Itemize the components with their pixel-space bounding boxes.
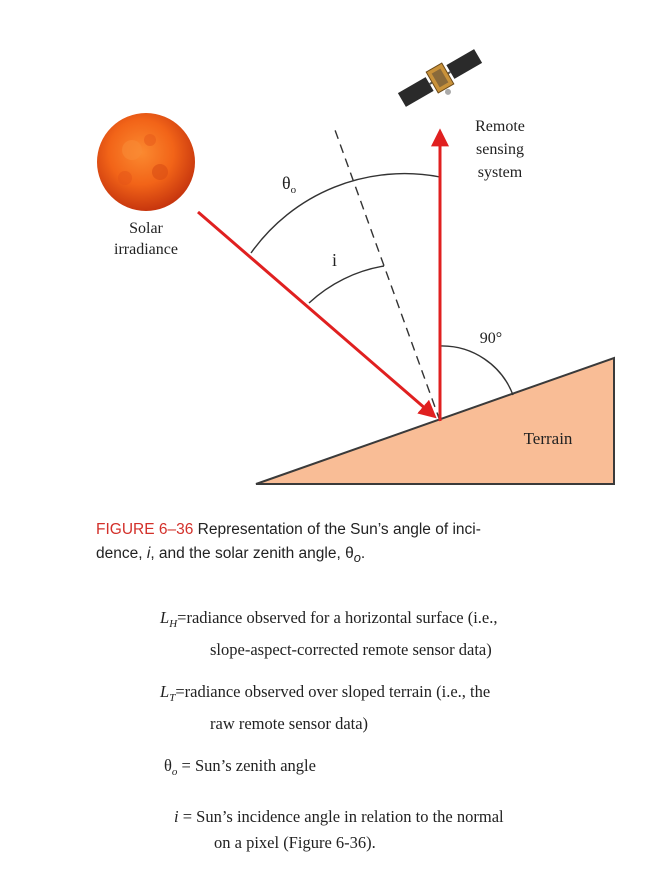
terrain-slope — [255, 356, 615, 485]
definition-symbol: L — [160, 682, 170, 701]
theta-label: θo — [282, 173, 297, 196]
definition-text-continued: raw remote sensor data) — [210, 714, 369, 733]
remote-label-line2: sensing — [476, 141, 524, 158]
caption-theta-sub: o — [353, 550, 361, 566]
definition-symbol: i — [174, 807, 179, 826]
zenith-angle-arc — [250, 172, 441, 254]
sun-icon — [97, 113, 195, 211]
caption-end: . — [360, 545, 366, 562]
caption-text-b: dence, — [96, 545, 147, 562]
figure-number: FIGURE 6–36 — [96, 521, 194, 538]
figure-caption: FIGURE 6–36 Representation of the Sun’s … — [96, 518, 616, 570]
definition-text: radiance observed for a horizontal surfa… — [186, 608, 498, 627]
caption-text-c: , and the solar zenith angle, — [150, 545, 346, 562]
definition-text-continued: on a pixel (Figure 6-36). — [214, 833, 376, 852]
definition-symbol: L — [160, 608, 170, 627]
definition-equals: = — [178, 807, 197, 826]
caption-theta: θ — [345, 545, 354, 562]
definition-subscript: o — [171, 766, 178, 778]
right-angle-label: 90° — [480, 330, 502, 347]
solar-irradiance-arrow — [197, 210, 437, 419]
solar-label-line1: Solar — [129, 220, 163, 237]
remote-label-line1: Remote — [475, 118, 525, 135]
definition-subscript: H — [169, 618, 178, 630]
solar-label-line2: irradiance — [114, 241, 178, 258]
definition-symbol: θ — [164, 756, 172, 775]
caption-i-symbol: i — [146, 545, 151, 562]
incidence-label: i — [332, 250, 337, 270]
definition-equals: = — [177, 608, 187, 627]
definition-text: radiance observed over sloped terrain (i… — [184, 682, 491, 701]
definition-lt: LT=radiance observed over sloped terrain… — [160, 679, 490, 737]
incidence-angle-arc — [308, 265, 385, 304]
definition-equals: = — [177, 756, 195, 775]
definition-theta: θo = Sun’s zenith angle — [164, 753, 316, 785]
definition-equals: = — [175, 682, 185, 701]
caption-text-a: Representation of the Sun’s angle of inc… — [193, 521, 481, 538]
surface-normal-line — [334, 129, 441, 422]
definition-text: Sun’s zenith angle — [194, 756, 316, 775]
terrain-label: Terrain — [524, 429, 573, 448]
right-angle-arc — [439, 345, 514, 396]
definition-text-continued: slope-aspect-corrected remote sensor dat… — [210, 640, 492, 659]
definition-text: Sun’s incidence angle in relation to the… — [196, 807, 504, 826]
definition-i: i = Sun’s incidence angle in relation to… — [174, 804, 504, 856]
incidence-angle-figure: Solar irradiance Remote sensing system θ… — [97, 49, 615, 485]
definition-lh: LH=radiance observed for a horizontal su… — [160, 605, 498, 663]
remote-label-line3: system — [478, 164, 523, 181]
definition-subscript: T — [169, 692, 176, 704]
satellite-icon — [397, 49, 483, 107]
